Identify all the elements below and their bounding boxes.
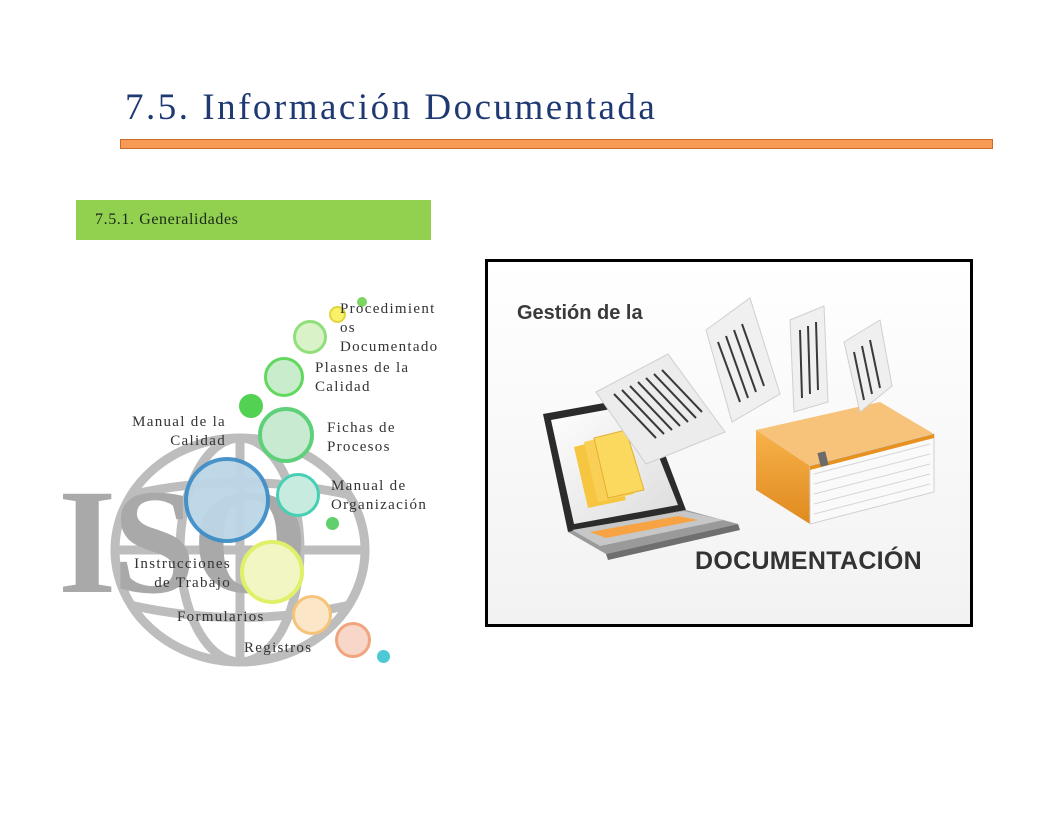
bubble-tiny-green-mid [326, 517, 339, 530]
bubble-manual-calidad [184, 457, 270, 543]
globe-icon [110, 433, 370, 667]
image-heading: Gestión de la [517, 302, 643, 324]
bubble-small-yellow [329, 306, 346, 323]
section-heading: 7.5.1. Generalidades [76, 200, 431, 240]
bubble-small-green [239, 394, 263, 418]
label-procedimientos: Procedimient os Documentado [340, 301, 439, 355]
bubble-instrucciones [240, 540, 304, 604]
bubble-planes-calidad [264, 357, 304, 397]
label-registros: Registros [244, 640, 313, 656]
slide-title: 7.5. Información Documentada [125, 87, 658, 128]
laptop-icon [543, 396, 740, 560]
documentation-diagram: ISO Procedimient os Documentado Plasnes … [50, 280, 480, 680]
label-formularios: Formularios [177, 609, 265, 625]
binder-icon [756, 402, 935, 525]
bubble-formularios [292, 595, 332, 635]
label-manual-organizacion: Manual de Organización [331, 478, 428, 513]
bubble-fichas-procesos [258, 407, 314, 463]
documentation-image: Gestión de la DOCUMENTACIÓN [485, 259, 973, 627]
label-planes-calidad: Plasnes de la Calidad [315, 360, 410, 395]
bubble-procedimientos [293, 320, 327, 354]
bubble-tiny-teal [377, 650, 390, 663]
laptop-binder-illustration [488, 262, 970, 624]
label-manual-calidad: Manual de la Calidad [132, 414, 226, 449]
image-caption: DOCUMENTACIÓN [695, 547, 923, 575]
label-fichas-procesos: Fichas de Procesos [327, 420, 396, 455]
label-instrucciones: Instrucciones de Trabajo [134, 556, 231, 591]
bubble-manual-organizacion [276, 473, 320, 517]
title-rule [120, 139, 993, 149]
bubble-tiny-green-top [357, 297, 367, 307]
bubble-registros [335, 622, 371, 658]
document-pages-icon [595, 297, 893, 465]
